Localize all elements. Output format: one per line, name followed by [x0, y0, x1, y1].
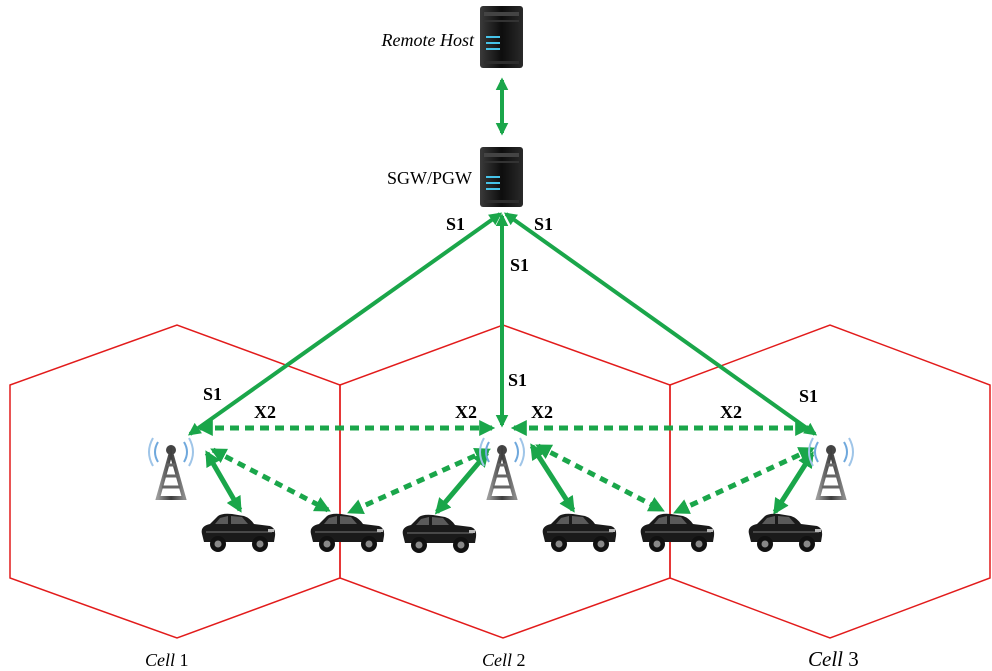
- car-icon: [402, 514, 477, 553]
- cell-3-hexagon: [669, 324, 991, 639]
- car-icon: [201, 513, 276, 552]
- cell-tower-icon: [808, 437, 854, 500]
- radio-link-dashed-3: [535, 443, 665, 513]
- x2-label-right: X2: [720, 402, 742, 422]
- s1-link-right: [503, 212, 818, 436]
- cell-labels: Cell 1 Cell 2 Cell 3: [145, 647, 859, 671]
- car-icon: [640, 513, 715, 552]
- radio-link-solid-1: [204, 450, 243, 513]
- s1-label-left-bottom: S1: [203, 384, 222, 404]
- radio-links: [204, 443, 815, 515]
- remote-host-node: [480, 6, 523, 68]
- radio-link-solid-4: [772, 451, 815, 515]
- cell-3-label: Cell 3: [808, 647, 859, 671]
- s1-label-right-bottom: S1: [799, 386, 818, 406]
- radio-link-dashed-1: [210, 447, 331, 513]
- cell-1-prefix: Cell: [145, 650, 175, 670]
- cell-2-prefix: Cell: [482, 650, 512, 670]
- cell-tower-icon: [148, 437, 194, 500]
- radio-link-solid-2: [434, 450, 490, 515]
- s1-link-left: [187, 212, 503, 436]
- cell-tower-1: [148, 437, 194, 500]
- s1-label-left-top: S1: [446, 214, 465, 234]
- server-icon: [480, 147, 523, 207]
- x2-label-center-right: X2: [531, 402, 553, 422]
- cell-2-label: Cell 2: [482, 650, 526, 670]
- gateway-node: [480, 147, 523, 207]
- car-icon: [310, 513, 385, 552]
- cell-3-prefix: Cell: [808, 647, 843, 671]
- remote-host-label: Remote Host: [381, 30, 475, 50]
- x2-label-left: X2: [254, 402, 276, 422]
- cell-tower-3: [808, 437, 854, 500]
- x2-label-center-left: X2: [455, 402, 477, 422]
- cell-1-number: 1: [180, 650, 189, 670]
- cell-tower-icon: [479, 437, 525, 500]
- car-icon: [542, 513, 617, 552]
- s1-label-center-bottom: S1: [508, 370, 527, 390]
- cell-2-hexagon: [339, 324, 671, 639]
- cell-tower-2: [479, 437, 525, 500]
- cell-3-number: 3: [848, 647, 859, 671]
- cell-1-hexagon: [9, 324, 341, 639]
- radio-link-dashed-4: [673, 446, 815, 515]
- gateway-label: SGW/PGW: [387, 168, 472, 188]
- car-icon: [748, 513, 823, 552]
- cell-2-number: 2: [517, 650, 526, 670]
- vehicles: [201, 513, 823, 553]
- link-labels: S1 S1 S1 S1 S1 S1 X2 X2 X2 X2: [203, 214, 818, 422]
- s1-label-right-top: S1: [534, 214, 553, 234]
- server-icon: [480, 6, 523, 68]
- s1-label-center-top: S1: [510, 255, 529, 275]
- radio-link-dashed-2: [347, 447, 491, 515]
- s1-links: [187, 77, 818, 436]
- cell-1-label: Cell 1: [145, 650, 189, 670]
